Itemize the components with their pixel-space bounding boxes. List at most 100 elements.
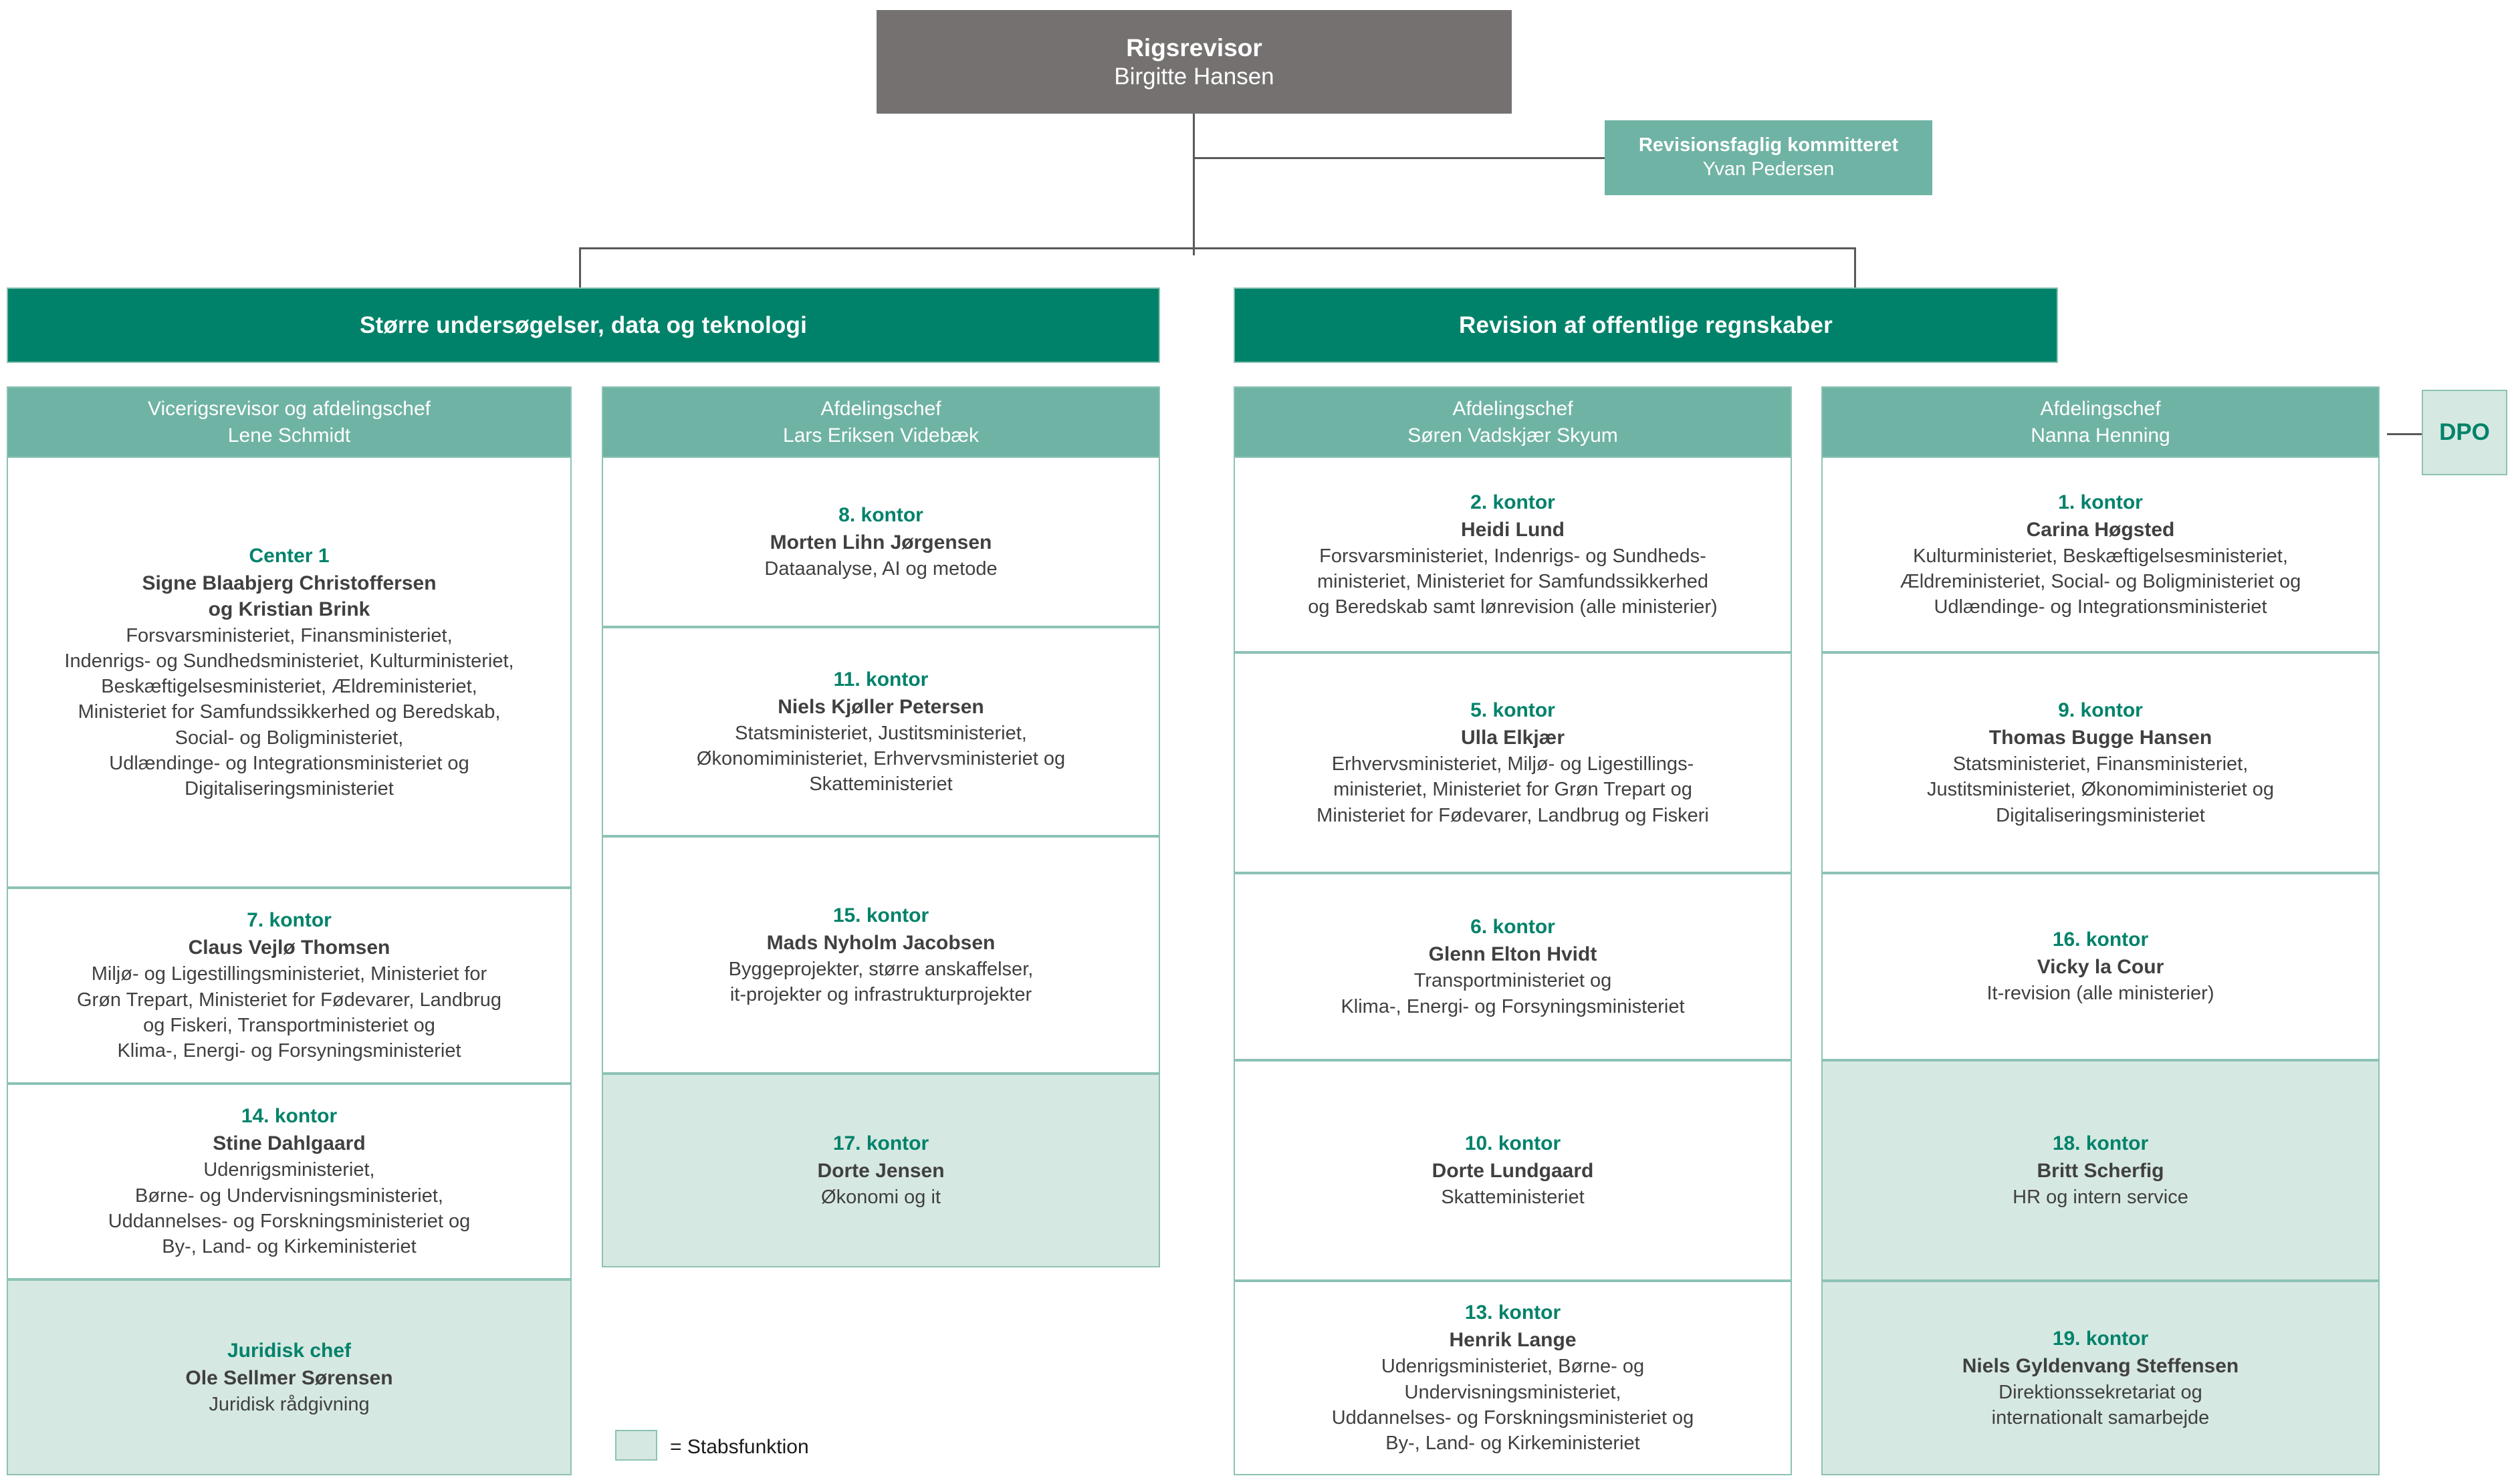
office-desc: Statsministeriet, Finansministeriet,Just… xyxy=(1927,753,2274,826)
chief-name-col1: Lene Schmidt xyxy=(227,424,351,447)
office-desc: Skatteministeriet xyxy=(1441,1187,1585,1209)
connector-divisions-bus xyxy=(579,247,1856,249)
office-desc: Dataanalyse, AI og metode xyxy=(764,558,998,580)
office-kontor: 10. kontor xyxy=(1464,1132,1561,1155)
office-cell: 17. kontor Dorte Jensen Økonomi og it xyxy=(602,1074,1160,1267)
office-desc: Udenrigsministeriet,Børne- og Undervisni… xyxy=(108,1159,471,1258)
committee-name: Yvan Pedersen xyxy=(1702,158,1835,180)
office-desc: Forsvarsministeriet, Finansministeriet,I… xyxy=(64,624,514,800)
office-kontor: 19. kontor xyxy=(2052,1327,2149,1350)
office-kontor: 13. kontor xyxy=(1464,1302,1561,1324)
office-cell: 15. kontor Mads Nyholm Jacobsen Byggepro… xyxy=(602,836,1160,1074)
office-kontor: Juridisk chef xyxy=(227,1339,352,1362)
chief-header-col1: Vicerigsrevisor og afdelingschef Lene Sc… xyxy=(7,386,572,457)
office-person: Vicky la Cour xyxy=(2037,956,2164,979)
chief-header-col2: Afdelingschef Lars Eriksen Videbæk xyxy=(602,386,1160,457)
office-person: Ole Sellmer Sørensen xyxy=(185,1366,393,1389)
chief-header-col4: Afdelingschef Nanna Henning xyxy=(1821,386,2380,457)
office-kontor: 14. kontor xyxy=(241,1105,338,1128)
connector-division-right-down xyxy=(1854,247,1856,287)
chief-name-col2: Lars Eriksen Videbæk xyxy=(783,424,979,447)
office-person: Carina Høgsted xyxy=(2026,518,2175,541)
committee-title: Revisionsfaglig kommitteret xyxy=(1638,134,1899,156)
division-header-right-full: Revision af offentlige regnskaber xyxy=(1234,287,2058,363)
chief-role-col3: Afdelingschef xyxy=(1452,397,1573,420)
office-desc: HR og intern service xyxy=(2013,1187,2188,1209)
chief-name-col3: Søren Vadskjær Skyum xyxy=(1407,424,1618,447)
legend-label-stabsfunktion: = Stabsfunktion xyxy=(670,1436,809,1458)
office-cell: 19. kontor Niels Gyldenvang Steffensen D… xyxy=(1821,1281,2380,1475)
office-person: Henrik Lange xyxy=(1449,1329,1577,1352)
office-person: Britt Scherfig xyxy=(2037,1160,2164,1183)
committee-box: Revisionsfaglig kommitteret Yvan Pederse… xyxy=(1605,120,1932,195)
office-person: Dorte Lundgaard xyxy=(1432,1160,1594,1183)
office-kontor: 5. kontor xyxy=(1470,699,1555,722)
office-cell: 6. kontor Glenn Elton Hvidt Transportmin… xyxy=(1234,873,1792,1060)
office-person: Morten Lihn Jørgensen xyxy=(770,531,992,553)
rigsrevisor-title: Rigsrevisor xyxy=(1126,33,1262,61)
office-kontor: 6. kontor xyxy=(1470,916,1555,939)
office-kontor: 18. kontor xyxy=(2052,1132,2149,1155)
office-desc: Miljø- og Ligestillingsministeriet, Mini… xyxy=(76,963,502,1062)
rigsrevisor-name: Birgitte Hansen xyxy=(1114,63,1274,90)
office-desc: It-revision (alle ministerier) xyxy=(1986,983,2214,1005)
division-header-left: Større undersøgelser, data og teknologi xyxy=(7,287,1160,363)
office-person: Heidi Lund xyxy=(1461,518,1565,541)
dpo-box: DPO xyxy=(2422,390,2507,475)
office-cell: 18. kontor Britt Scherfig HR og intern s… xyxy=(1821,1060,2380,1281)
office-kontor: 8. kontor xyxy=(838,503,923,526)
office-person: Thomas Bugge Hansen xyxy=(1988,727,2212,749)
dpo-label: DPO xyxy=(2439,419,2490,445)
office-person: Niels Gyldenvang Steffensen xyxy=(1962,1354,2239,1377)
office-kontor: 7. kontor xyxy=(247,909,332,932)
rigsrevisor-box: Rigsrevisor Birgitte Hansen xyxy=(877,10,1512,114)
chief-role-col1: Vicerigsrevisor og afdelingschef xyxy=(147,397,431,420)
office-cell: 2. kontor Heidi Lund Forsvarsministeriet… xyxy=(1234,457,1792,652)
office-cell: 11. kontor Niels Kjøller Petersen Statsm… xyxy=(602,627,1160,836)
connector-rigsrevisor-down xyxy=(1193,114,1195,255)
office-cell: 7. kontor Claus Vejlø Thomsen Miljø- og … xyxy=(7,888,572,1084)
office-desc: Økonomi og it xyxy=(821,1187,941,1209)
office-kontor: 15. kontor xyxy=(832,904,929,926)
office-kontor: 1. kontor xyxy=(2058,491,2143,513)
division-header-right xyxy=(1234,287,2058,363)
office-person: Niels Kjøller Petersen xyxy=(778,695,984,718)
division-right-title: Revision af offentlige regnskaber xyxy=(1459,312,1833,338)
office-kontor: 9. kontor xyxy=(2058,699,2143,722)
office-kontor: 17. kontor xyxy=(832,1132,929,1155)
office-cell: 1. kontor Carina Høgsted Kulturministeri… xyxy=(1821,457,2380,652)
office-cell: 8. kontor Morten Lihn Jørgensen Dataanal… xyxy=(602,457,1160,627)
office-kontor: Center 1 xyxy=(249,544,330,567)
division-left-title: Større undersøgelser, data og teknologi xyxy=(359,312,808,338)
connector-to-committee xyxy=(1193,157,1605,159)
office-person: Claus Vejlø Thomsen xyxy=(188,937,390,959)
office-cell: 13. kontor Henrik Lange Udenrigsminister… xyxy=(1234,1281,1792,1475)
office-desc: Statsministeriet, Justitsministeriet,Øko… xyxy=(696,722,1066,795)
office-person: Mads Nyholm Jacobsen xyxy=(766,931,996,954)
office-kontor: 2. kontor xyxy=(1470,491,1555,513)
office-desc: Kulturministeriet, Beskæftigelsesministe… xyxy=(1900,545,2301,618)
chief-role-col2: Afdelingschef xyxy=(820,397,941,420)
office-desc: Erhvervsministeriet, Miljø- og Ligestill… xyxy=(1317,753,1709,826)
office-person: Stine Dahlgaard xyxy=(213,1132,366,1155)
office-kontor: 11. kontor xyxy=(833,668,929,691)
office-desc: Byggeprojekter, større anskaffelser,it-p… xyxy=(728,958,1034,1005)
office-cell: 9. kontor Thomas Bugge Hansen Statsminis… xyxy=(1821,652,2380,873)
legend-swatch-stabsfunktion xyxy=(615,1430,657,1461)
connector-division-left-down xyxy=(579,247,581,287)
office-kontor: 16. kontor xyxy=(2052,929,2149,951)
office-desc: Forsvarsministeriet, Indenrigs- og Sundh… xyxy=(1308,545,1718,618)
office-person: Glenn Elton Hvidt xyxy=(1428,943,1597,966)
chief-name-col4: Nanna Henning xyxy=(2031,424,2170,447)
office-cell: 14. kontor Stine Dahlgaard Udenrigsminis… xyxy=(7,1084,572,1279)
chief-role-col4: Afdelingschef xyxy=(2040,397,2161,420)
office-person: Ulla Elkjær xyxy=(1460,727,1565,749)
office-desc: Juridisk rådgivning xyxy=(209,1393,370,1415)
office-cell: 5. kontor Ulla Elkjær Erhvervsministerie… xyxy=(1234,652,1792,873)
